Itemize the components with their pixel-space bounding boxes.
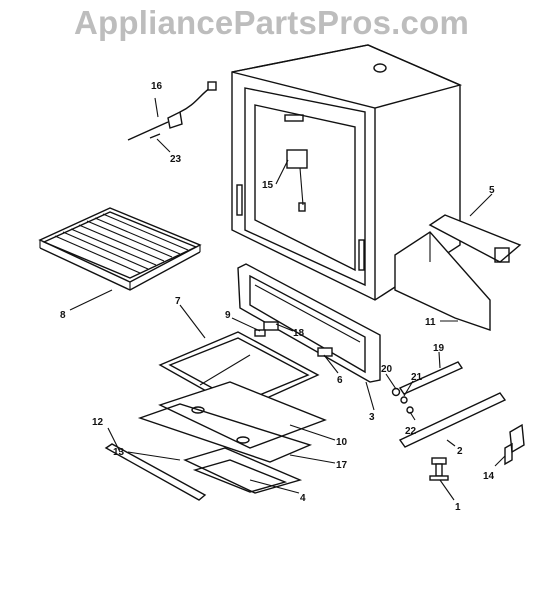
oven-cavity: [231, 44, 463, 301]
callout-21: 21: [411, 372, 423, 383]
callout-14: 14: [483, 471, 495, 482]
front-frame-part: [237, 263, 381, 383]
callout-22: 22: [405, 426, 417, 437]
leader-lines: [69, 97, 506, 501]
callout-10: 10: [336, 437, 348, 448]
side-rail-parts: [398, 361, 507, 448]
callout-19: 19: [433, 343, 445, 354]
corner-bracket-part: [504, 423, 525, 466]
callout-23: 23: [170, 154, 182, 165]
callout-17: 17: [336, 460, 348, 471]
callout-7: 7: [175, 296, 181, 307]
callout-6: 6: [337, 375, 343, 386]
mounting-bracket-part: [394, 214, 522, 331]
sensor-part: [127, 81, 217, 141]
callout-labels: 16 23 15 5 8 7 9 18 11 19 20 21 6 3 22 1…: [60, 81, 495, 513]
callout-18: 18: [293, 328, 305, 339]
watermark-logo: AppliancePartsPros.com: [73, 4, 470, 41]
callout-16: 16: [151, 81, 163, 92]
callout-13: 13: [113, 447, 125, 458]
leveling-leg-part: [429, 457, 449, 481]
light-assembly-part: [286, 149, 308, 212]
callout-5: 5: [489, 185, 495, 196]
callout-15: 15: [262, 180, 274, 191]
callout-4: 4: [300, 493, 306, 504]
callout-1: 1: [455, 502, 461, 513]
small-hardware-parts: [254, 321, 333, 357]
callout-20: 20: [381, 364, 393, 375]
callout-11: 11: [425, 317, 436, 328]
oven-rack-part: [38, 207, 202, 291]
drawer-parts: [137, 403, 313, 494]
callout-2: 2: [457, 446, 463, 457]
fastener-parts: [391, 387, 414, 414]
callout-9: 9: [225, 310, 231, 321]
pan-part: [158, 381, 327, 449]
drawer-slide-part: [104, 443, 207, 501]
callout-8: 8: [60, 310, 66, 321]
callout-3: 3: [369, 412, 375, 423]
callout-12: 12: [92, 417, 104, 428]
